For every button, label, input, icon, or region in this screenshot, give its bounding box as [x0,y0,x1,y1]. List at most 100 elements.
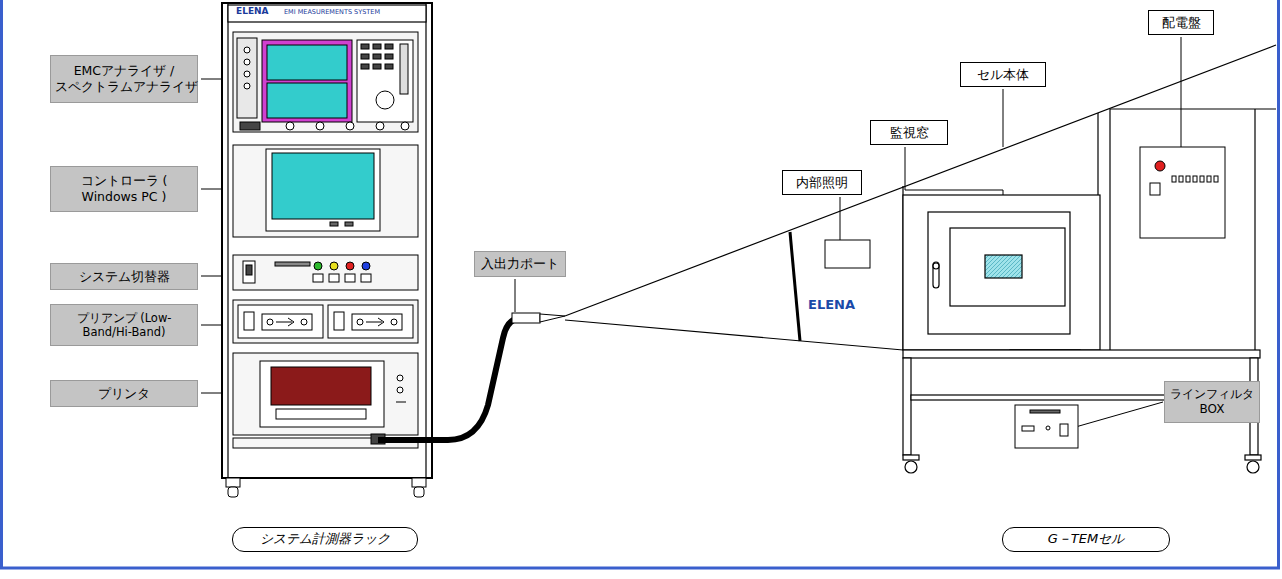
line-filter-box-part [1046,426,1050,430]
distribution-panel-part [1179,176,1183,182]
leader-line-part [1072,402,1163,428]
part-label: 配電盤 [1148,10,1214,35]
distribution-panel-part [1140,147,1225,238]
controller-pc-part [266,149,380,231]
preamplifier-part [267,319,273,325]
distribution-panel-part [1193,176,1197,182]
emc-analyzer-part [346,122,354,130]
line-filter-box [1015,405,1078,448]
coax-cable-part [540,314,565,322]
coax-cable-part [512,313,540,323]
line-filter-box-part [1060,424,1068,436]
cell-door-part [928,212,1070,334]
emc-analyzer-part [237,38,257,118]
preamplifier-part [352,314,402,330]
label-text: システム切替器 [79,269,170,285]
part-label: プリンタ [50,380,198,407]
part-label: EMCアナライザ / スペクトラムアナライザ [50,55,198,103]
outer-frame-part [2,0,1279,568]
emc-analyzer-part [316,122,324,130]
emc-analyzer-part [376,91,394,109]
preamplifier-part [357,319,363,325]
instrument-rack [222,3,432,478]
label-text: システム計測器ラック [260,531,390,547]
gtem-cell-part [565,320,903,350]
system-switch-part [361,274,371,282]
gtem-cell-part [1110,108,1276,109]
leader-line-part [1003,89,1004,147]
system-switch-part [313,274,323,282]
system-switch-part [345,274,355,282]
printer-part [271,367,371,405]
distribution-panel [1140,147,1225,238]
emc-analyzer-part [244,71,250,77]
part-label: セル本体 [960,62,1046,87]
cell-door-part [950,228,1065,306]
leader-line [201,37,1181,428]
emc-analyzer-part [361,54,369,59]
printer-part [397,387,403,393]
system-switch-part [246,265,252,275]
line-filter-box-part [1022,426,1034,431]
rack-title: EMI MEASUREMENTS SYSTEM [284,9,380,16]
leader-line-part [840,197,841,240]
preamplifier-part [328,305,413,338]
emc-analyzer-part [385,44,393,49]
preamplifier-part [238,305,323,338]
emc-analyzer-part [373,44,381,49]
emc-analyzer-part [376,122,384,130]
gtem-cell-part [1254,109,1255,350]
line-filter-box-part [1030,410,1060,413]
system-switch-part [362,262,370,270]
emc-analyzer-part [244,83,250,89]
system-switch-part [275,262,310,266]
controller-pc-part [272,153,374,219]
system-switch-part [314,262,322,270]
emc-analyzer-part [357,40,413,122]
part-label: システム切替器 [50,263,198,290]
distribution-panel-part [1186,176,1190,182]
brand-label: ELENA [236,7,269,16]
printer-part [396,402,406,403]
emc-analyzer-part [373,64,381,69]
emc-analyzer-part [244,47,250,53]
printer-part [397,375,403,381]
emc-analyzer-part [286,122,294,130]
distribution-panel-part [1155,161,1165,171]
rack-base-part [414,487,424,497]
coax-cable [378,313,565,440]
emc-analyzer-part [262,40,352,122]
label-text: コントローラ ( Windows PC ) [72,173,176,204]
preamplifier-part [366,318,384,326]
rack-base-part [228,487,238,497]
label-text: 入出力ポート [481,256,559,272]
label-text: ラインフィルタ BOX [1169,387,1255,417]
controller-pc-part [345,222,353,226]
cell-door-part [933,262,939,288]
distribution-panel-part [1172,176,1176,182]
internal-light-part [825,240,870,268]
label-text: 配電盤 [1162,15,1201,31]
distribution-panel-part [1214,176,1218,182]
system-switch [233,255,418,290]
system-switch-part [329,274,339,282]
instrument-rack-part [425,3,426,478]
instrument-rack-part [222,3,432,478]
distribution-panel-part [1207,176,1211,182]
controller-pc [233,145,418,237]
printer-part [276,409,366,419]
instrument-rack-part [228,5,426,22]
internal-light [825,240,870,268]
brand-label: ELENA [808,298,855,311]
part-label: 入出力ポート [474,251,566,277]
cell-stand-part [905,461,917,473]
distribution-panel-part [1200,176,1204,182]
cell-door-part [933,263,939,269]
coax-cable-part [378,318,520,440]
label-text: EMCアナライザ / スペクトラムアナライザ [55,63,193,94]
cell-stand [903,350,1261,473]
emc-analyzer-part [244,59,250,65]
emc-analyzer-part [385,64,393,69]
instrument-rack-part [227,3,228,478]
